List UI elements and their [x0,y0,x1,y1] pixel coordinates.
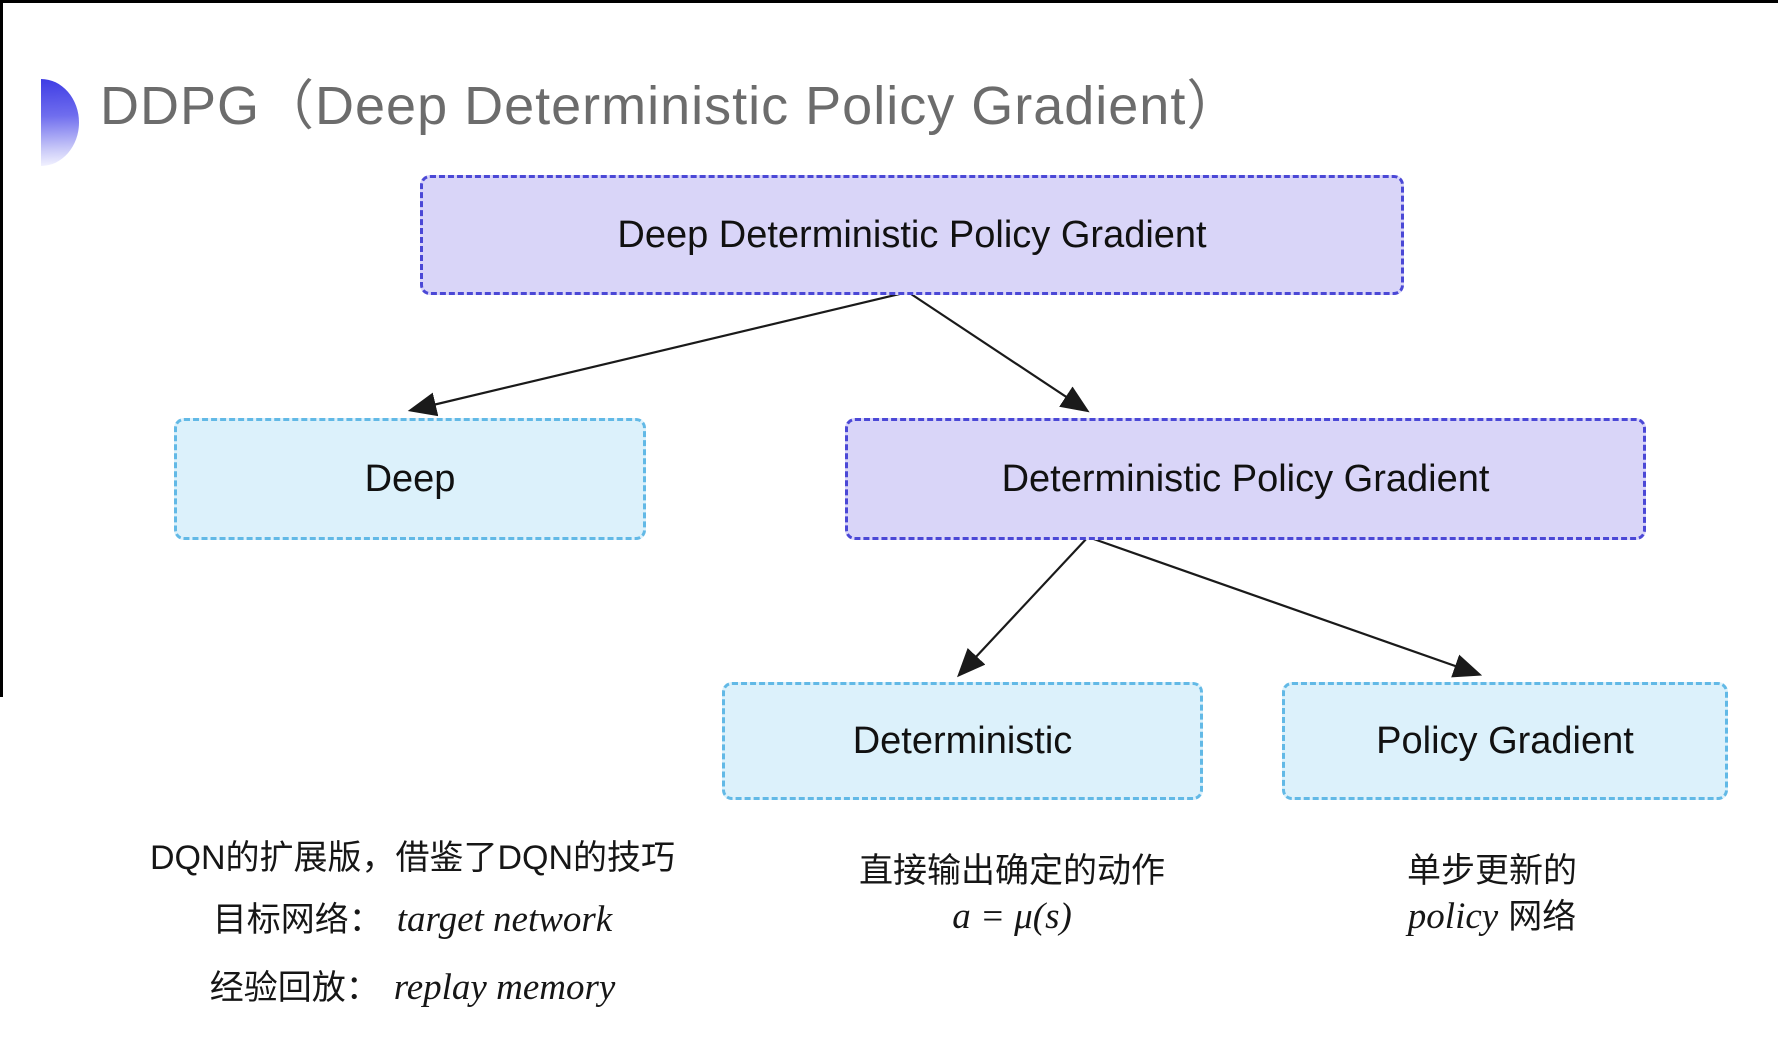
note-deterministic-block: 直接输出确定的动作 a = μ(s) [842,848,1182,940]
note-policy-gradient-line2-term: policy [1407,896,1499,937]
note-deterministic-formula: a = μ(s) [952,896,1072,937]
note-deep-line2: 目标网络： target network [130,889,695,957]
left-border-line [0,0,3,697]
top-border-line [0,0,1778,3]
node-policy-gradient: Policy Gradient [1282,682,1728,800]
note-deep-line1: DQN的扩展版，借鉴了DQN的技巧 [149,839,676,877]
node-label: Deep Deterministic Policy Gradient [617,213,1207,256]
node-deep: Deep [174,418,646,540]
title-bullet-icon [41,79,79,166]
node-label: Deep [364,457,456,500]
node-label: Deterministic Policy Gradient [1001,457,1490,500]
note-policy-gradient-line1: 单步更新的 [1407,852,1577,890]
node-label: Policy Gradient [1376,719,1634,762]
note-deep-block: DQN的扩展版，借鉴了DQN的技巧 目标网络： target network 经验… [130,828,695,1025]
page-title: DDPG（Deep Deterministic Policy Gradient） [100,76,1242,136]
note-deep-line3-term: replay memory [393,967,616,1008]
arrow-dpg-to-policy-gradient [1087,535,1483,678]
node-deterministic: Deterministic [722,682,1203,800]
note-deep-line2-label: 目标网络： [212,901,383,939]
node-deterministic-policy-gradient: Deterministic Policy Gradient [845,418,1646,540]
arrow-dpg-to-deterministic [956,536,1089,678]
note-deep-line3: 经验回放： replay memory [130,957,695,1025]
arrow-root-to-deep [407,290,909,417]
note-deep-line2-term: target network [396,899,613,940]
note-deep-line3-label: 经验回放： [209,969,380,1007]
note-deterministic-line1: 直接输出确定的动作 [859,852,1165,890]
note-policy-gradient-line2-label: 网络 [1508,898,1577,936]
arrow-root-to-dpg [907,291,1090,413]
node-deep-deterministic-policy-gradient: Deep Deterministic Policy Gradient [420,175,1404,295]
node-label: Deterministic [852,719,1073,762]
